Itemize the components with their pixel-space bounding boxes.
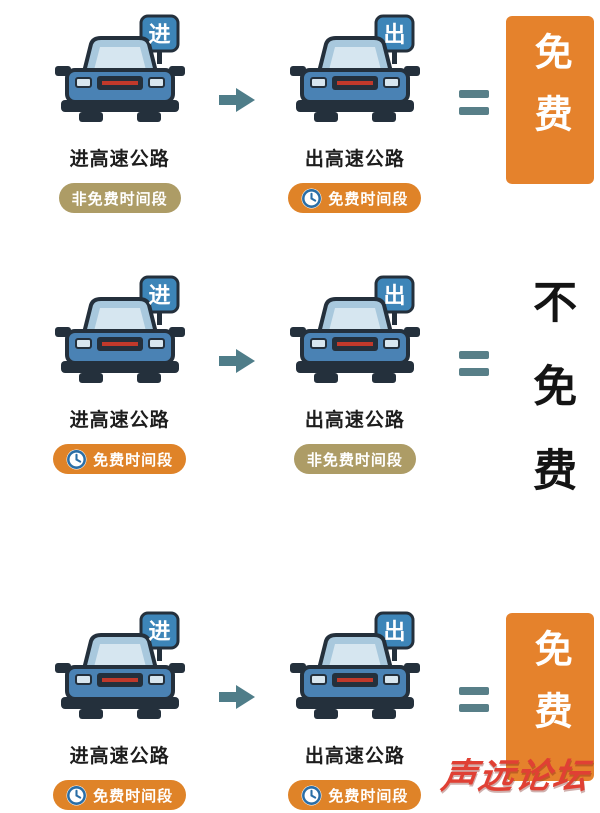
enter-highway-unit: 进 进高速公路 非免费时间段 <box>26 14 213 213</box>
clock-icon <box>66 785 87 806</box>
time-badge-enter: 免费时间段 <box>53 444 187 474</box>
enter-sign-text: 进 <box>148 23 170 48</box>
clock-icon <box>301 188 322 209</box>
result-column: 免费 <box>500 611 600 781</box>
result-text: 免费 <box>528 32 573 156</box>
time-badge-exit: 免费时间段 <box>288 780 422 810</box>
car-enter-icon: 进 <box>45 275 195 397</box>
enter-label: 进高速公路 <box>69 409 170 431</box>
equals-bar <box>459 368 490 376</box>
time-badge-exit: 免费时间段 <box>288 183 422 213</box>
equals-icon <box>449 90 501 115</box>
clock-icon <box>301 785 322 806</box>
equals-icon <box>449 351 501 376</box>
exit-sign-text: 出 <box>383 620 405 645</box>
car-exit-icon: 出 <box>280 275 430 397</box>
time-badge-label: 免费时间段 <box>328 189 409 208</box>
equals-bar <box>459 704 490 712</box>
enter-highway-unit: 进 进高速公路 免费时间段 <box>26 611 213 810</box>
watermark: 声远论坛 <box>438 757 593 797</box>
car-enter-icon: 进 <box>45 611 195 733</box>
exit-highway-unit: 出 出高速公路 免费时间段 <box>261 611 448 810</box>
car-exit-icon: 出 <box>280 611 430 733</box>
time-badge-label: 免费时间段 <box>93 786 174 805</box>
clock-icon <box>66 449 87 470</box>
flow-arrow <box>213 347 261 375</box>
enter-sign-text: 进 <box>148 284 170 309</box>
exit-highway-unit: 出 出高速公路 非免费时间段 <box>261 275 448 474</box>
result-box: 免费 <box>506 613 595 781</box>
enter-label: 进高速公路 <box>69 745 170 767</box>
arrow-right-icon <box>217 347 257 375</box>
flow-arrow <box>213 86 261 114</box>
arrow-right-icon <box>217 683 257 711</box>
time-badge-label: 非免费时间段 <box>306 450 403 469</box>
exit-label: 出高速公路 <box>304 148 405 170</box>
enter-sign-text: 进 <box>148 620 170 645</box>
car-exit-icon: 出 <box>280 14 430 136</box>
enter-highway-unit: 进 进高速公路 免费时间段 <box>26 275 213 474</box>
result-column: 不免费 <box>500 275 600 531</box>
result-text: 不免费 <box>525 279 577 531</box>
time-badge-label: 非免费时间段 <box>71 189 168 208</box>
result-column: 免费 <box>500 14 600 184</box>
result-text: 免费 <box>528 629 573 753</box>
equals-bar <box>459 351 490 359</box>
exit-label: 出高速公路 <box>304 745 405 767</box>
rule-row-2: 进 进高速公路 免费时间段 出 出高速公路 非免费时间段 不免费 <box>0 275 600 531</box>
time-badge-label: 免费时间段 <box>328 786 409 805</box>
equals-icon <box>449 687 501 712</box>
equals-bar <box>459 107 490 115</box>
time-badge-exit: 非免费时间段 <box>293 444 416 474</box>
time-badge-enter: 非免费时间段 <box>58 183 181 213</box>
car-enter-icon: 进 <box>45 14 195 136</box>
enter-label: 进高速公路 <box>69 148 170 170</box>
flow-arrow <box>213 683 261 711</box>
equals-bar <box>459 687 490 695</box>
exit-sign-text: 出 <box>383 284 405 309</box>
equals-bar <box>459 90 490 98</box>
exit-sign-text: 出 <box>383 23 405 48</box>
time-badge-label: 免费时间段 <box>93 450 174 469</box>
result-box: 不免费 <box>506 277 594 531</box>
time-badge-enter: 免费时间段 <box>53 780 187 810</box>
rule-row-1: 进 进高速公路 非免费时间段 出 出高速公路 免费时间段 免费 <box>0 14 600 213</box>
result-box: 免费 <box>506 16 595 184</box>
exit-label: 出高速公路 <box>304 409 405 431</box>
exit-highway-unit: 出 出高速公路 免费时间段 <box>261 14 448 213</box>
arrow-right-icon <box>217 86 257 114</box>
